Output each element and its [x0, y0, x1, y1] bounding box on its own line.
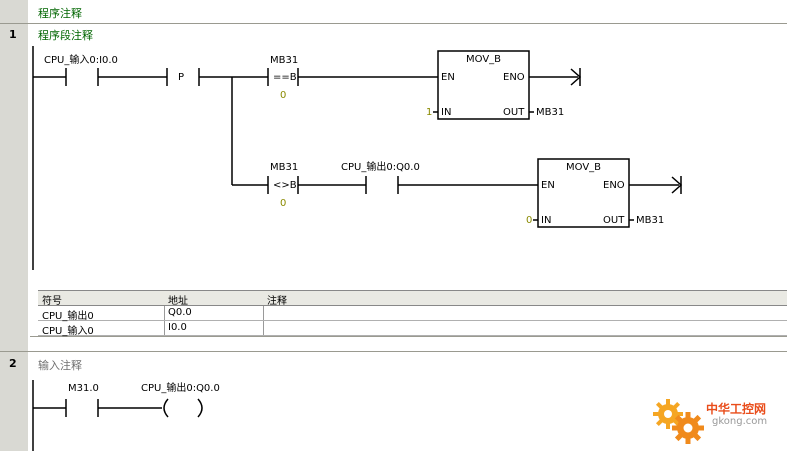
contact-input-label[interactable]: CPU_输入0:I0.0: [44, 55, 118, 66]
symbol-cell: CPU_输出0: [42, 311, 94, 322]
col-comment: 注释: [267, 296, 287, 307]
network-2-title[interactable]: 输入注释: [38, 359, 82, 372]
col-address: 地址: [168, 296, 188, 307]
cmp2-op-label: <>B: [273, 180, 297, 191]
watermark: 中华工控网 gkong.com: [650, 392, 787, 451]
mov-box-1-in-value[interactable]: 1: [426, 107, 433, 118]
address-cell: I0.0: [168, 322, 187, 333]
mov-box-2-in-value[interactable]: 0: [526, 215, 533, 226]
cmp1-op-label: ==B: [273, 72, 297, 83]
mov-box-2: [537, 158, 630, 228]
mov-box-1-eno: ENO: [503, 72, 525, 83]
mov-box-2-title: MOV_B: [566, 162, 602, 173]
contact-output-label[interactable]: CPU_输出0:Q0.0: [341, 162, 420, 173]
symbol-table-header: 符号 地址 注释: [38, 291, 787, 307]
mov-box-1: [437, 50, 530, 120]
network-number-2[interactable]: 2: [9, 357, 17, 370]
coil-left: [163, 398, 169, 418]
coil-right: [197, 398, 203, 418]
edge-p-label[interactable]: P: [178, 72, 185, 83]
watermark-en: gkong.com: [712, 416, 768, 427]
symbol-cell: CPU_输入0: [42, 326, 94, 337]
network-1-title[interactable]: 程序段注释: [38, 29, 93, 42]
cmp1-bottom-value[interactable]: 0: [280, 90, 287, 101]
coil-label[interactable]: CPU_输出0:Q0.0: [141, 383, 220, 394]
mov-box-2-en: EN: [541, 180, 555, 191]
mov-box-1-out-value[interactable]: MB31: [536, 107, 565, 118]
separator-net2: [0, 351, 787, 352]
mov-box-1-in: IN: [441, 107, 452, 118]
mov-box-1-en: EN: [441, 72, 455, 83]
cmp2-top-label[interactable]: MB31: [270, 162, 299, 173]
mov-box-1-out: OUT: [503, 107, 525, 118]
mov-box-2-out-value[interactable]: MB31: [636, 215, 665, 226]
table-row[interactable]: CPU_输入0 I0.0: [38, 321, 787, 337]
separator-net1-end: [30, 336, 787, 337]
cmp2-bottom-value[interactable]: 0: [280, 198, 287, 209]
mov-box-2-eno: ENO: [603, 180, 625, 191]
watermark-cn: 中华工控网: [706, 402, 767, 416]
separator-top: [0, 23, 787, 24]
col-symbol: 符号: [42, 296, 62, 307]
address-cell: Q0.0: [168, 307, 192, 318]
mov-box-2-in: IN: [541, 215, 552, 226]
cmp1-top-label[interactable]: MB31: [270, 55, 299, 66]
network-gutter: [0, 0, 28, 451]
symbol-table: 符号 地址 注释 CPU_输出0 Q0.0 CPU_输入0 I0.0: [38, 290, 787, 337]
gear-logo-icon: [653, 399, 704, 444]
program-comment[interactable]: 程序注释: [38, 7, 82, 20]
contact-m31-label[interactable]: M31.0: [68, 383, 99, 394]
table-row[interactable]: CPU_输出0 Q0.0: [38, 306, 787, 322]
network-number-1[interactable]: 1: [9, 28, 17, 41]
mov-box-2-out: OUT: [603, 215, 625, 226]
mov-box-1-title: MOV_B: [466, 54, 502, 65]
